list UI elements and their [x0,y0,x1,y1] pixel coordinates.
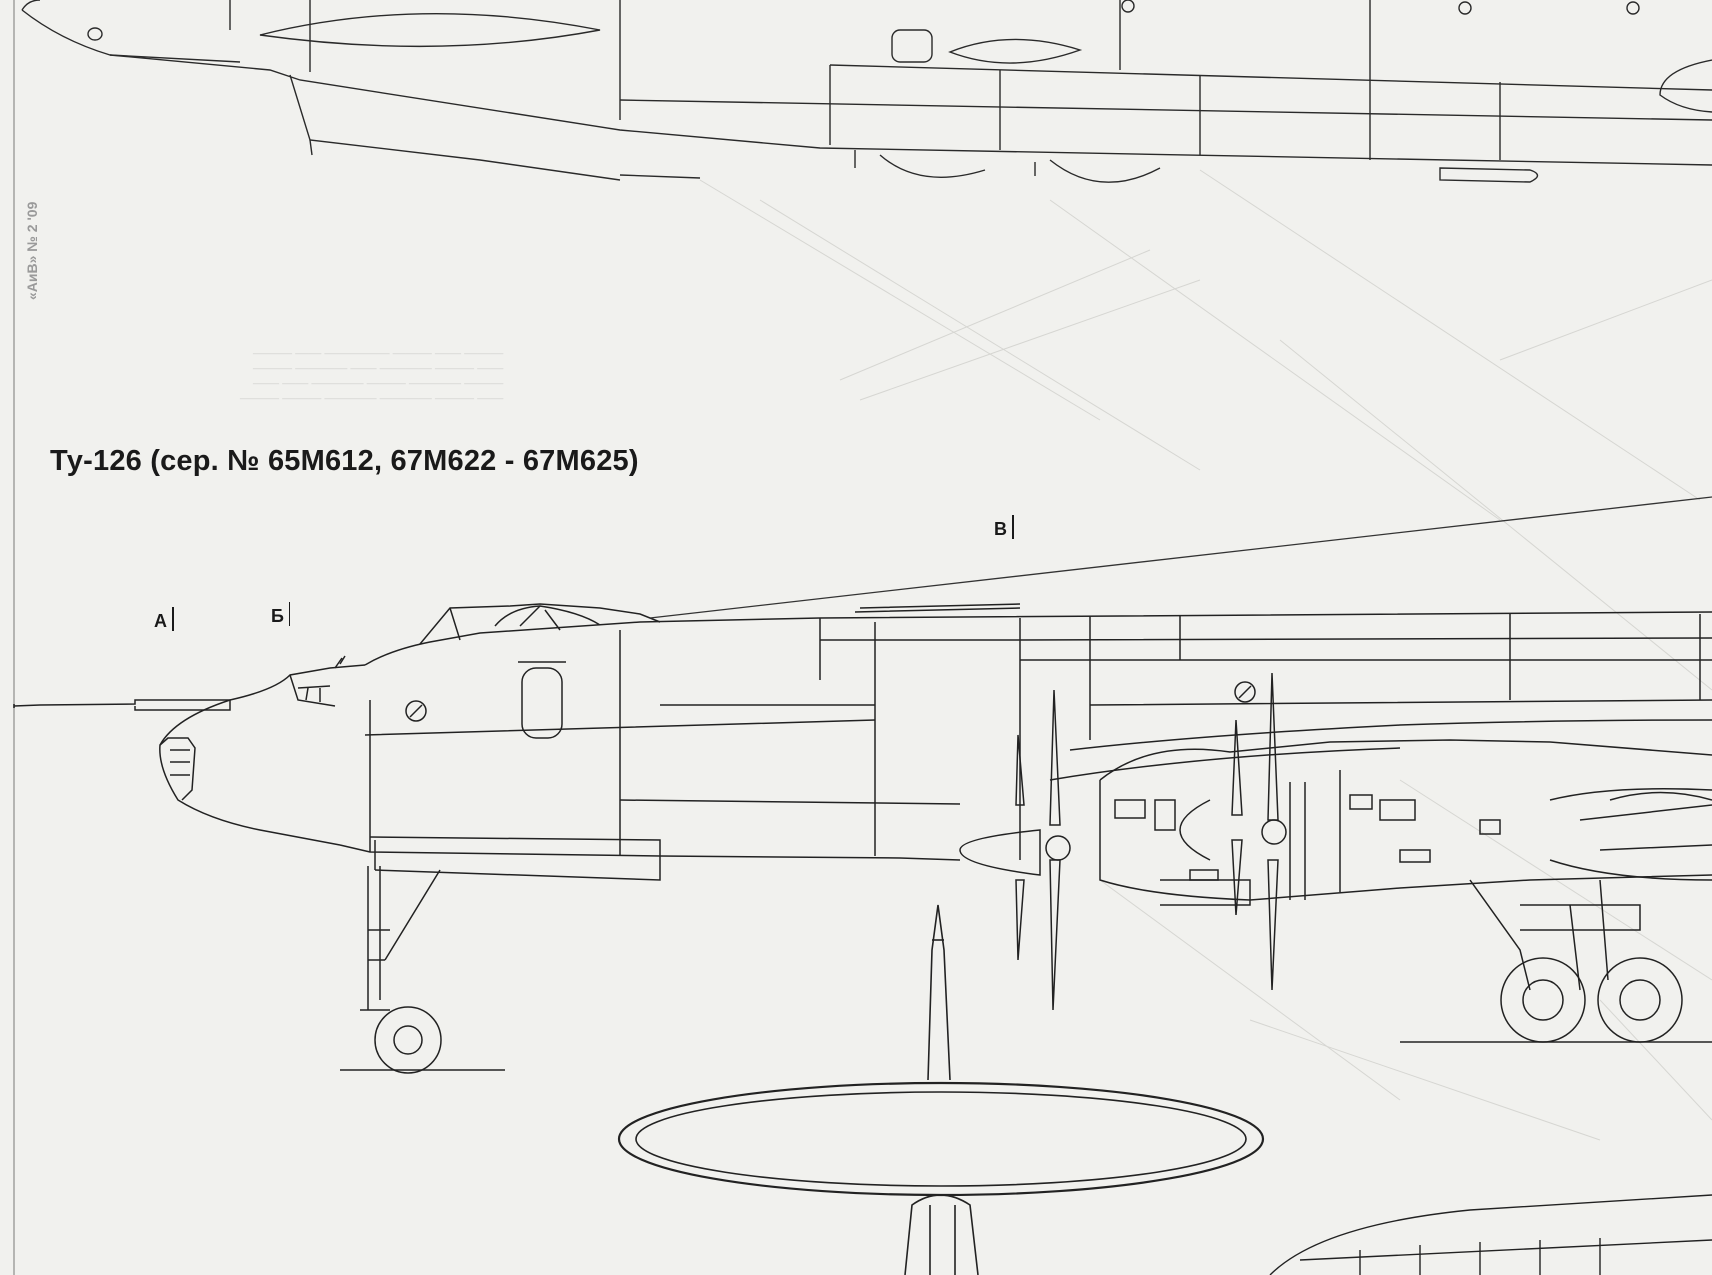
section-mark-b: Б [271,602,291,627]
wing-leading-edge [649,496,1712,619]
bleed-through-lines [699,169,1712,1141]
lower-fuselage-view [1269,1194,1712,1275]
radar-rotodome [617,904,1265,1275]
section-mark-a: А [154,607,174,632]
upper-fuselage-view [21,0,1712,183]
tu126-side-view [13,603,1712,1074]
drawing-title: Ту-126 (сер. № 65М612, 67М622 - 67М625) [50,445,639,477]
section-mark-v: В [994,515,1014,540]
page-code: «АиВ» № 2 '09 [24,201,40,300]
